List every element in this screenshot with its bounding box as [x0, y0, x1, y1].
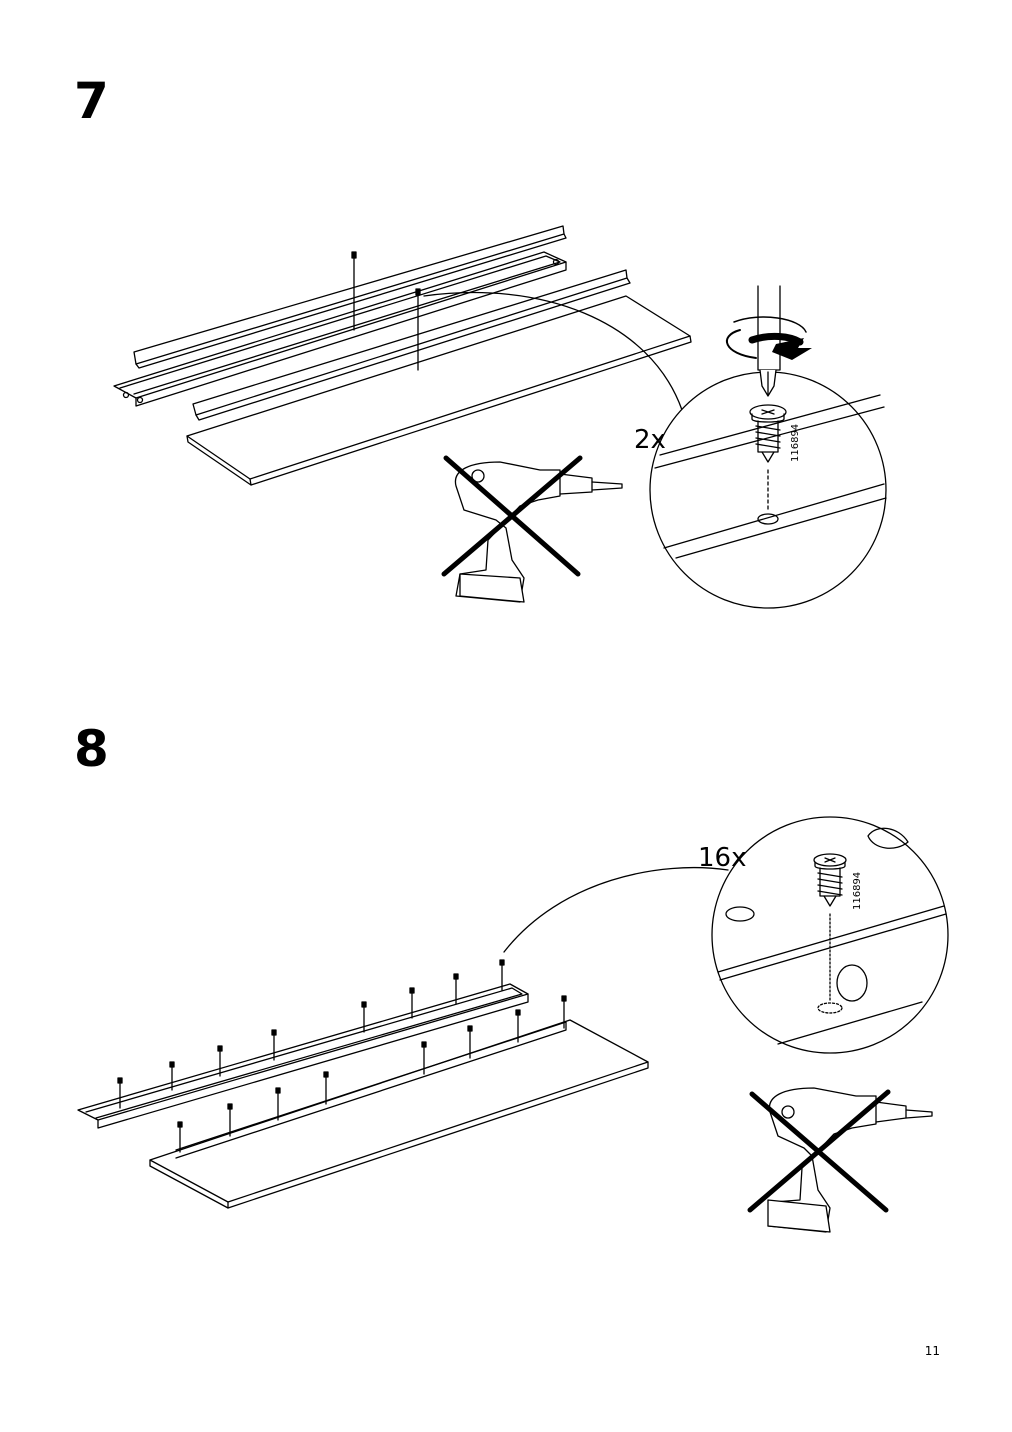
screw-icon: [813, 853, 847, 907]
panel: [186, 295, 692, 486]
screw-markers-lower: [177, 995, 567, 1153]
prohibited-cross-icon: [441, 455, 583, 577]
page-number: 11: [924, 1344, 940, 1358]
prohibited-cross-icon: [747, 1089, 891, 1213]
screwdriver-icon: [757, 285, 781, 397]
panel-lower: [149, 1019, 649, 1209]
callout-leader-8: [503, 866, 729, 953]
step-8-detail-callout: [711, 816, 949, 1054]
step-8-number: 8: [74, 720, 109, 778]
rail-strip: [133, 225, 567, 369]
screw-icon: [749, 404, 787, 463]
power-drill-icon: [767, 1087, 933, 1233]
step-8-quantity: 16x: [698, 843, 746, 873]
power-drill-icon: [454, 461, 623, 603]
step-7-quantity: 2x: [634, 425, 666, 455]
step-7-number: 7: [74, 72, 109, 130]
step-8-part-number: 116894: [852, 872, 863, 910]
channel-bracket-upper: [77, 983, 529, 1129]
step-7-parts: [113, 225, 692, 486]
step-7-part-number: 116894: [790, 424, 801, 462]
rotation-arrow-icon: [726, 316, 812, 360]
screw-markers-upper: [117, 959, 505, 1109]
step-7-detail-callout: [649, 371, 887, 609]
step-8-parts: [77, 866, 729, 1209]
screw-guides: [351, 251, 421, 371]
rail-strip-2: [192, 269, 631, 421]
callout-leader: [423, 291, 683, 411]
channel-bracket: [113, 251, 567, 407]
